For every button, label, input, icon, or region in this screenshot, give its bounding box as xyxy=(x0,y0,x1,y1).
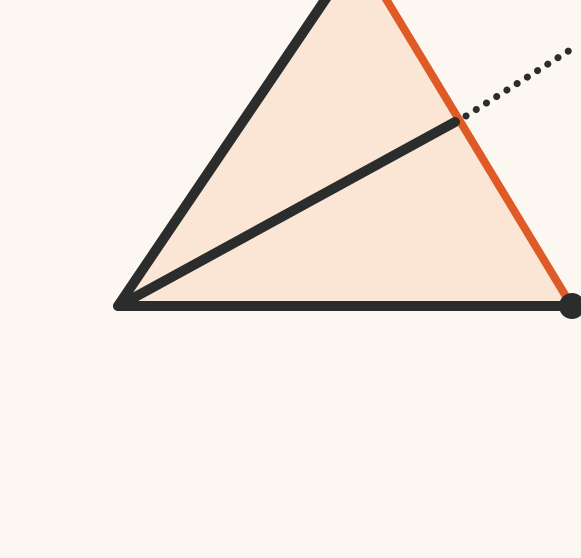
triangle-left-side xyxy=(113,0,331,311)
inner-segment xyxy=(121,117,460,307)
triangle-fill xyxy=(118,0,572,306)
right-vertex-dot xyxy=(559,293,581,319)
dotted-extension xyxy=(462,41,581,120)
orange-side xyxy=(381,0,574,307)
